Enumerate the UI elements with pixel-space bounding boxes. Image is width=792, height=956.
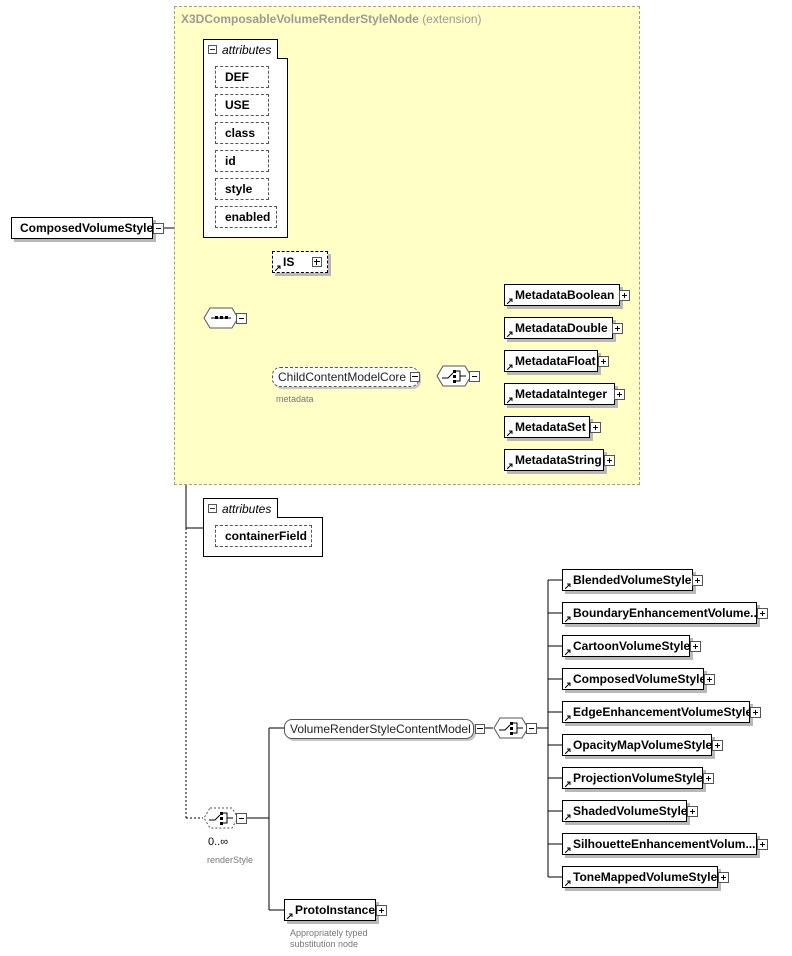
collapse-icon[interactable] [208, 45, 217, 55]
style-node[interactable]: ProjectionVolumeStyle [562, 767, 703, 789]
expand-icon[interactable] [619, 290, 630, 301]
proto-caption-line1: Appropriately typed [290, 928, 368, 938]
style-node[interactable]: EdgeEnhancementVolumeStyle [562, 701, 752, 723]
attribute-id[interactable]: id [215, 150, 269, 172]
style-node[interactable]: BlendedVolumeStyle [562, 569, 693, 591]
group-label: ChildContentModelCore [278, 370, 407, 384]
expand-icon[interactable] [598, 356, 609, 367]
root-element-node[interactable]: ComposedVolumeStyle [11, 217, 153, 239]
metadata-node[interactable]: MetadataFloat [504, 350, 598, 372]
expand-icon[interactable] [590, 422, 601, 433]
collapse-icon[interactable] [410, 371, 421, 382]
reference-arrow-icon [565, 583, 571, 589]
attribute-use[interactable]: USE [215, 94, 269, 116]
render-style-caption: renderStyle [207, 855, 254, 865]
reference-arrow-icon [507, 364, 513, 370]
reference-arrow-icon [565, 616, 571, 622]
metadata-node[interactable]: MetadataString [504, 449, 604, 471]
expand-icon[interactable] [704, 674, 715, 685]
attribute-def[interactable]: DEF [215, 66, 269, 88]
group-label: VolumeRenderStyleContentModel [290, 722, 471, 736]
expand-icon[interactable] [312, 256, 323, 267]
reference-arrow-icon [565, 748, 571, 754]
choice-collapse-icon[interactable] [469, 371, 480, 382]
expand-icon[interactable] [687, 806, 698, 817]
root-element-label: ComposedVolumeStyle [20, 221, 154, 235]
render-style-collapse-icon[interactable] [236, 813, 247, 824]
style-node[interactable]: ShadedVolumeStyle [562, 800, 687, 822]
expand-icon[interactable] [614, 389, 625, 400]
root-collapse-icon[interactable] [153, 223, 164, 234]
choice-compositor-icon[interactable] [493, 717, 529, 739]
choice-collapse-icon[interactable] [526, 723, 537, 734]
render-style-choice-icon[interactable] [203, 807, 239, 829]
expand-icon[interactable] [757, 608, 768, 619]
style-node[interactable]: ComposedVolumeStyle [562, 668, 706, 690]
style-node[interactable]: BoundaryEnhancementVolume... [562, 602, 760, 624]
reference-arrow-icon [507, 430, 513, 436]
reference-arrow-icon [507, 331, 513, 337]
attribute-enabled[interactable]: enabled [215, 206, 277, 228]
attributes-label: attributes [222, 43, 272, 57]
occurrence-label: 0..∞ [208, 836, 229, 848]
expand-icon[interactable] [750, 707, 761, 718]
is-element-node[interactable]: IS [272, 251, 328, 273]
attribute-style[interactable]: style [215, 178, 269, 200]
metadata-node[interactable]: MetadataInteger [504, 383, 615, 405]
reference-arrow-icon [275, 265, 281, 271]
proto-caption-line2: substitution node [290, 939, 359, 949]
collapse-icon[interactable] [474, 723, 485, 734]
reference-arrow-icon [507, 397, 513, 403]
metadata-node[interactable]: MetadataBoolean [504, 284, 620, 306]
expand-icon[interactable] [692, 575, 703, 586]
expand-icon[interactable] [690, 641, 701, 652]
reference-arrow-icon [565, 880, 571, 886]
proto-instance-label: ProtoInstance [295, 903, 376, 917]
expand-icon[interactable] [703, 773, 714, 784]
metadata-node[interactable]: MetadataDouble [504, 317, 613, 339]
reference-arrow-icon [565, 847, 571, 853]
reference-arrow-icon [287, 913, 293, 919]
is-element-label: IS [283, 255, 295, 269]
expand-icon[interactable] [718, 872, 729, 883]
volume-render-style-group[interactable]: VolumeRenderStyleContentModel [284, 719, 485, 739]
extension-note: (extension) [422, 12, 482, 26]
reference-arrow-icon [565, 682, 571, 688]
choice-compositor-icon[interactable] [436, 365, 472, 387]
metadata-node[interactable]: MetadataSet [504, 416, 590, 438]
child-content-model-group[interactable]: ChildContentModelCore [272, 367, 421, 387]
reference-arrow-icon [507, 463, 513, 469]
sequence-compositor-icon[interactable] [203, 307, 239, 329]
reference-arrow-icon [565, 814, 571, 820]
style-node[interactable]: CartoonVolumeStyle [562, 635, 690, 657]
attributes-label: attributes [222, 502, 272, 516]
group-caption: metadata [276, 394, 314, 404]
style-node[interactable]: OpacityMapVolumeStyle [562, 734, 712, 756]
reference-arrow-icon [507, 298, 513, 304]
collapse-icon[interactable] [208, 504, 217, 514]
expand-icon[interactable] [757, 839, 768, 850]
attribute-container-field[interactable]: containerField [215, 525, 312, 547]
expand-icon[interactable] [376, 905, 387, 916]
expand-icon[interactable] [612, 323, 623, 334]
attribute-class[interactable]: class [215, 122, 269, 144]
reference-arrow-icon [565, 649, 571, 655]
style-node[interactable]: SilhouetteEnhancementVolum... [562, 833, 757, 855]
proto-instance-node[interactable]: ProtoInstance [284, 899, 376, 921]
extension-title: X3DComposableVolumeRenderStyleNode (exte… [181, 12, 482, 26]
expand-icon[interactable] [604, 455, 615, 466]
reference-arrow-icon [565, 781, 571, 787]
style-node[interactable]: ToneMappedVolumeStyle [562, 866, 718, 888]
extension-base-name: X3DComposableVolumeRenderStyleNode [181, 12, 419, 26]
sequence-collapse-icon[interactable] [236, 313, 247, 324]
own-attributes-tab[interactable]: attributes [203, 498, 279, 518]
reference-arrow-icon [565, 715, 571, 721]
expand-icon[interactable] [712, 740, 723, 751]
inherited-attributes-tab[interactable]: attributes [203, 39, 279, 59]
